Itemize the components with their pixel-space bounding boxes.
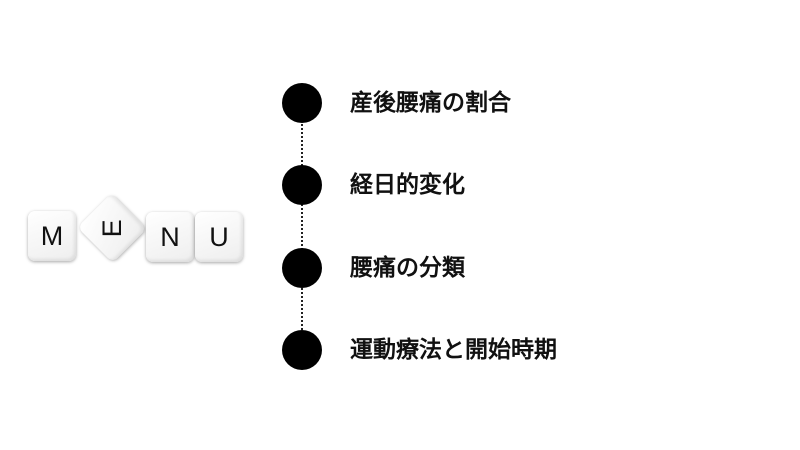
die-u: U bbox=[195, 212, 243, 262]
bullet-dot bbox=[282, 165, 322, 205]
die-e-letter: E bbox=[96, 218, 127, 238]
menu-item-4: 運動療法と開始時期 bbox=[350, 337, 557, 363]
menu-item-3: 腰痛の分類 bbox=[350, 255, 465, 281]
die-m: M bbox=[28, 211, 76, 261]
timeline-connector bbox=[301, 103, 303, 350]
bullet-dot bbox=[282, 83, 322, 123]
menu-item-2: 経日的変化 bbox=[350, 172, 465, 198]
menu-item-1: 産後腰痛の割合 bbox=[350, 90, 511, 116]
die-n: N bbox=[146, 212, 194, 262]
bullet-dot bbox=[282, 330, 322, 370]
die-e: E bbox=[77, 193, 147, 263]
bullet-dot bbox=[282, 248, 322, 288]
